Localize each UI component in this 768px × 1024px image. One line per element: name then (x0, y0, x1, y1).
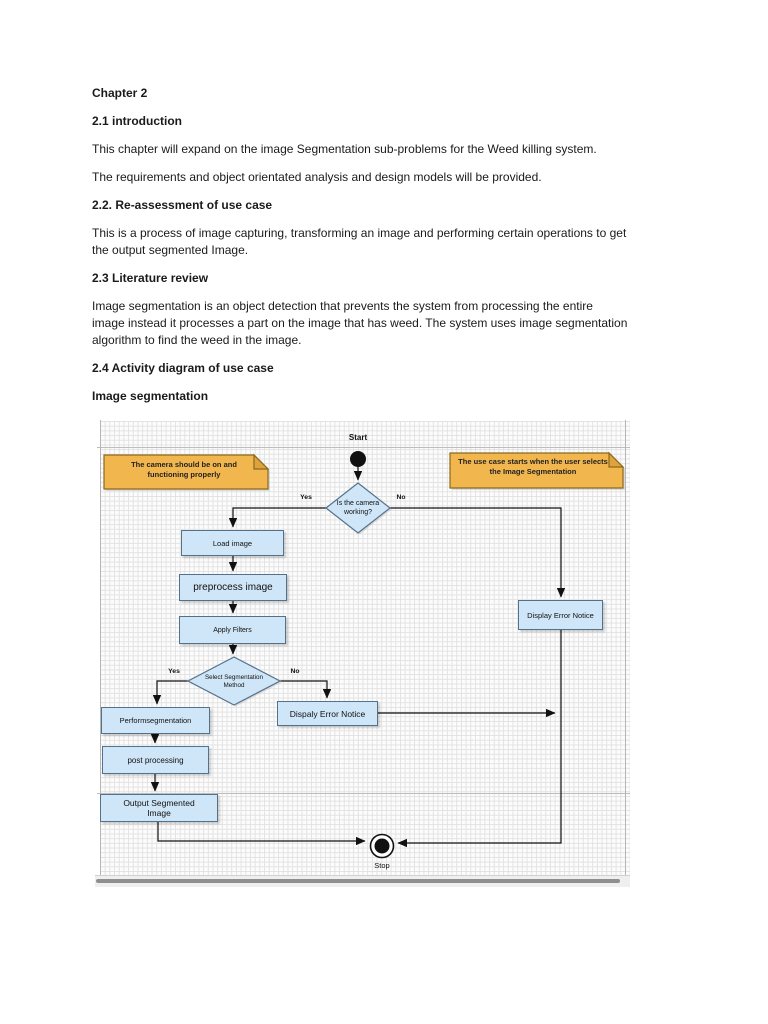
connector-output-to-stop (157, 822, 366, 846)
activity-preprocess-image: preprocess image (179, 574, 287, 601)
paragraph: This is a process of image capturing, tr… (92, 225, 682, 259)
paragraph-line: algorithm to find the weed in the image. (92, 333, 302, 347)
branch-yes-label: Yes (300, 494, 312, 501)
chapter-title: Chapter 2 (92, 86, 148, 100)
scrollbar-thumb[interactable] (96, 879, 620, 883)
activity-display-error-notice: Display Error Notice (518, 600, 603, 630)
decision-select-segmentation (186, 656, 282, 706)
decision-segmentation-label: Select Segmentation Method (204, 673, 264, 689)
note-use-case-text: The use case starts when the user select… (458, 457, 608, 476)
note-shape-left (103, 454, 269, 490)
paragraph: The requirements and object orientated a… (92, 169, 682, 186)
branch-no-label: No (290, 668, 300, 675)
connector-error-to-stop (397, 630, 562, 848)
activity-output-segmented-image: Output Segmented Image (100, 794, 218, 822)
note-shape-right (449, 452, 624, 489)
paragraph-line: image instead it processes a part on the… (92, 316, 628, 330)
paragraph-line: The requirements and object orientated a… (92, 170, 542, 184)
section-heading-2-3: 2.3 Literature review (92, 271, 209, 285)
note-camera-text: The camera should be on and functioning … (131, 460, 237, 479)
connector-no2-to-error (280, 680, 332, 699)
activity-dispaly-error-notice: Dispaly Error Notice (277, 701, 378, 726)
grid-major-line (97, 793, 630, 794)
grid-major-line (100, 420, 101, 875)
grid-major-line (625, 420, 626, 875)
connector-yes2-to-perform (152, 680, 188, 705)
grid-major-line (97, 447, 630, 448)
stop-label: Stop (374, 861, 390, 870)
activity-apply-filters: Apply Filters (179, 616, 286, 644)
paragraph-line: the output segmented Image. (92, 243, 249, 257)
section-heading-2-4: 2.4 Activity diagram of use case (92, 361, 274, 375)
branch-no-label: No (396, 494, 406, 501)
activity-diagram: Start Stop Is the camera working? Yes No… (97, 420, 630, 875)
stop-node-icon (374, 838, 390, 854)
document-body: Chapter 2 2.1 introduction This chapter … (92, 85, 682, 416)
diagram-connectors (103, 451, 625, 859)
section-heading-2-2: 2.2. Re-assessment of use case (92, 198, 273, 212)
note-fold-icon (608, 451, 625, 468)
paragraph: Image segmentation is an object detectio… (92, 298, 682, 349)
horizontal-scrollbar[interactable] (95, 875, 630, 887)
paragraph-line: This chapter will expand on the image Se… (92, 142, 597, 156)
start-node-icon (350, 451, 366, 467)
decision-camera-label: Is the camera working? (336, 500, 380, 516)
branch-yes-label: Yes (168, 668, 180, 675)
section-heading-2-1: 2.1 introduction (92, 114, 182, 128)
diagram-caption: Image segmentation (92, 389, 209, 403)
start-label: Start (348, 433, 368, 442)
paragraph: This chapter will expand on the image Se… (92, 141, 682, 158)
note-fold-icon (253, 453, 270, 470)
decision-camera-working (325, 482, 391, 534)
paragraph-line: This is a process of image capturing, tr… (92, 226, 627, 240)
activity-post-processing: post processing (102, 746, 209, 774)
activity-load-image: Load image (181, 530, 284, 556)
paragraph-line: Image segmentation is an object detectio… (92, 299, 593, 313)
activity-perform-segmentation: Performsegmentation (101, 707, 210, 734)
connector-yes-to-load (228, 507, 326, 528)
connector-no-to-error (390, 507, 566, 598)
